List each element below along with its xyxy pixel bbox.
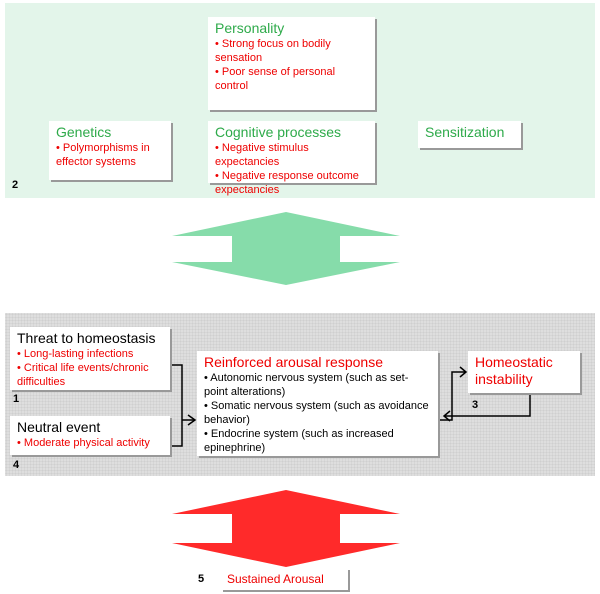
reinforced-title: Reinforced arousal response [204,354,383,370]
personality-box: Personality • Strong focus on bodily sen… [208,17,375,110]
reinforced-item: • Somatic nervous system (such as avoida… [204,400,429,426]
threat-box: Threat to homeostasis • Long-lasting inf… [10,327,170,390]
reinforced-item: • Endocrine system (such as increased ep… [204,428,394,454]
sensitization-title: Sensitization [425,124,505,140]
panel-number-4: 4 [13,459,20,471]
genetics-item: • Polymorphisms in effector systems [56,142,150,168]
homeostatic-title: Homeostatic instability [475,354,553,387]
green-double-arrow [172,212,400,285]
reinforced-box: Reinforced arousal response • Autonomic … [197,351,438,456]
homeostatic-box: Homeostatic instability [468,351,580,393]
sustained-title: Sustained Arousal [227,572,324,586]
panel-number-1: 1 [13,393,20,405]
neutral-item: • Moderate physical activity [17,437,150,449]
panel-number-3: 3 [472,399,479,411]
sustained-arousal-box: Sustained Arousal [221,568,348,590]
threat-item: • Long-lasting infections [17,348,134,360]
genetics-box: Genetics • Polymorphisms in effector sys… [49,121,171,180]
red-double-arrow [172,490,400,567]
threat-title: Threat to homeostasis [17,330,156,346]
personality-item: • Poor sense of personal control [215,66,336,92]
personality-title: Personality [215,20,285,36]
threat-item: • Critical life events/chronic difficult… [17,362,149,388]
neutral-box: Neutral event • Moderate physical activi… [10,416,170,455]
neutral-title: Neutral event [17,419,101,435]
cognitive-item: • Negative response outcome expectancies [215,170,359,196]
cognitive-box: Cognitive processes • Negative stimulus … [208,121,375,196]
reinforced-item: • Autonomic nervous system (such as set-… [204,372,409,398]
genetics-title: Genetics [56,124,112,140]
personality-item: • Strong focus on bodily sensation [215,38,331,64]
sensitization-box: Sensitization [418,121,521,148]
connector-arrows [170,364,531,447]
cognitive-item: • Negative stimulus expectancies [215,142,309,168]
cognitive-title: Cognitive processes [215,124,342,140]
panel-number-5: 5 [198,573,205,585]
panel-number-2: 2 [12,179,19,191]
